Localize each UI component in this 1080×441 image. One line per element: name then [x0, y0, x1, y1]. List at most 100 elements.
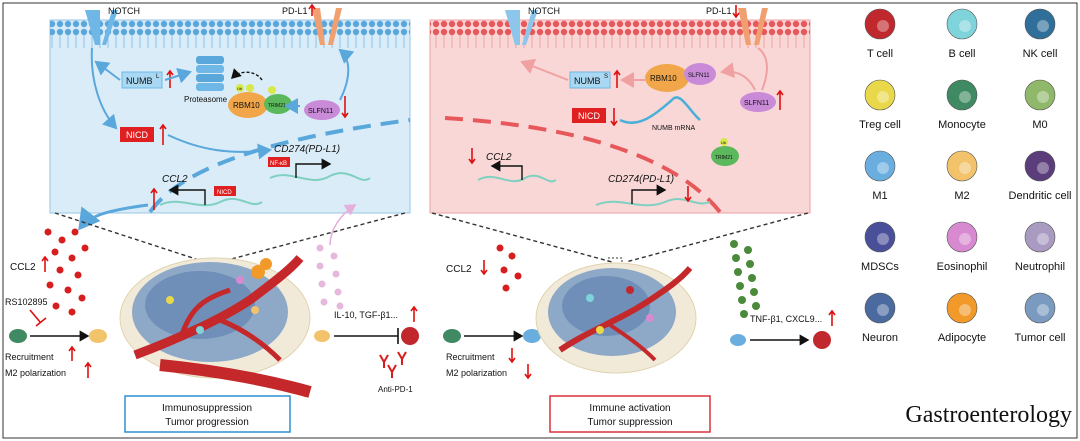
right-ccl2-down-arrow: [468, 148, 476, 165]
left-outcome-line1: Immunosuppression: [162, 403, 252, 414]
right-numb-box: [569, 71, 611, 89]
left-nicd-label: NICD: [126, 130, 148, 140]
left-m2-polarization-label: M2 polarization: [5, 368, 66, 378]
legend-item: Neuron: [862, 292, 898, 344]
legend-icon: [864, 292, 896, 324]
legend-item: Tumor cell: [1015, 292, 1066, 344]
legend-item: M2: [946, 150, 978, 202]
left-slfn11-label: SLFN11: [308, 108, 333, 115]
legend-icon-highlight: [877, 304, 889, 316]
right-cytokines-up-arrow: [828, 309, 836, 326]
legend-item: Dendritic cell: [1009, 150, 1071, 202]
cytokine-to-cell-arrow: [329, 204, 357, 246]
legend-icon-highlight: [1037, 20, 1049, 32]
left-trim21-label: TRIM21: [268, 103, 286, 109]
right-slfn11-icon: [740, 92, 776, 112]
legend-label: T cell: [867, 48, 893, 60]
right-notch-receptor: [505, 10, 538, 45]
right-rbm10-label: RBM10: [650, 74, 677, 83]
legend-label: Neuron: [862, 332, 898, 344]
right-outcome-line2: Tumor suppression: [587, 417, 672, 428]
right-notch-label: NOTCH: [528, 6, 560, 16]
right-cd274-label: CD274(PD-L1): [608, 174, 674, 185]
left-rbm10-label: RBM10: [233, 101, 260, 110]
right-numb-superscript: S: [604, 74, 608, 80]
right-slfn11-label: SLFN11: [744, 100, 769, 107]
right-nicd-box: [572, 108, 606, 123]
legend-item: M1: [864, 150, 896, 202]
legend-item: Adipocyte: [938, 292, 986, 344]
left-ccl2-promoter-arrow: [168, 184, 206, 205]
right-trim21-icon: [711, 146, 739, 166]
right-nicd-label: NICD: [578, 111, 600, 121]
left-cytokine-dots: [316, 244, 344, 310]
ccl2-secretion-arrow: [78, 203, 149, 231]
left-m2-polarization-up-arrow: [84, 361, 92, 378]
legend-item: NK cell: [1023, 8, 1058, 60]
left-numb-superscript: L: [156, 74, 160, 80]
left-notch-receptor: [85, 10, 118, 45]
right-ccl2-dots: [496, 244, 522, 292]
proteasome-label: Proteasome: [184, 95, 228, 104]
legend-icon-highlight: [959, 20, 971, 32]
left-monocyte-icon: [9, 329, 27, 343]
left-rbm10-icon: [228, 92, 268, 118]
legend-label: B cell: [949, 48, 976, 60]
right-numb-inhibit-arrow: [520, 58, 569, 81]
legend-icon-highlight: [877, 20, 889, 32]
legend-label: M1: [872, 190, 887, 202]
left-cytokines-label: IL-10, TGF-β1...: [334, 310, 398, 320]
left-cytokines-up-arrow: [410, 305, 418, 322]
left-nuclear-envelope: [148, 118, 411, 214]
ub-icon: [236, 84, 244, 92]
legend-icon: [864, 79, 896, 111]
legend-label: M2: [954, 190, 969, 202]
legend-icon: [1024, 8, 1056, 40]
legend-label: NK cell: [1023, 48, 1058, 60]
left-outcome-box: [124, 395, 291, 433]
left-cell-background: [49, 19, 411, 214]
left-m2-icon: [89, 329, 107, 343]
legend-icon-highlight: [959, 91, 971, 103]
legend-icon: [946, 79, 978, 111]
right-nicd-down-arrow: [610, 108, 618, 127]
ubiquitination-arrow: [231, 68, 263, 81]
legend-icon-highlight: [1037, 91, 1049, 103]
legend-icon-highlight: [1037, 304, 1049, 316]
right-membrane: [430, 20, 810, 48]
left-numb-label: NUMB: [126, 76, 153, 86]
legend-icon: [946, 292, 978, 324]
legend-label: Eosinophil: [937, 261, 988, 273]
left-numb-up-arrow: [166, 69, 174, 88]
legend-label: Treg cell: [859, 119, 901, 131]
right-cytokine-dots: [730, 240, 760, 318]
right-slfn11-bound-icon: [684, 63, 716, 85]
proteasome-icon: [196, 56, 224, 91]
anti-pd1-label: Anti-PD-1: [378, 385, 413, 394]
left-recruitment-up-arrow: [68, 345, 76, 361]
legend-item: Monocyte: [938, 79, 986, 131]
right-m2-polarization-down-arrow: [524, 364, 532, 380]
right-cytokines-label: TNF-β1, CXCL9...: [750, 314, 822, 324]
left-tumor-mass: [119, 255, 311, 379]
right-slfn11-bound-label: SLFN11: [688, 73, 710, 79]
left-nicd-box: [120, 127, 154, 142]
left-pdl1-label: PD-L1: [282, 6, 308, 16]
legend-icon-highlight: [959, 304, 971, 316]
right-cell-panel: NOTCH PD-L1 NUMB S RBM10 SLFN11 NUMB mRN…: [429, 5, 811, 214]
journal-logo: Gastroenterology: [905, 402, 1072, 428]
legend-item: M0: [1024, 79, 1056, 131]
legend-icon: [1024, 79, 1056, 111]
legend-icon: [946, 221, 978, 253]
legend-icon: [864, 8, 896, 40]
left-slfn11-icon: [304, 100, 340, 120]
left-nicd-up-arrow: [159, 123, 167, 145]
right-cd274-dna: [595, 198, 711, 207]
right-ccl2-dna: [477, 174, 557, 183]
left-nfkb-box: [268, 157, 290, 167]
left-nfkb-label: NF-κB: [270, 161, 287, 167]
legend-label: Tumor cell: [1015, 332, 1066, 344]
